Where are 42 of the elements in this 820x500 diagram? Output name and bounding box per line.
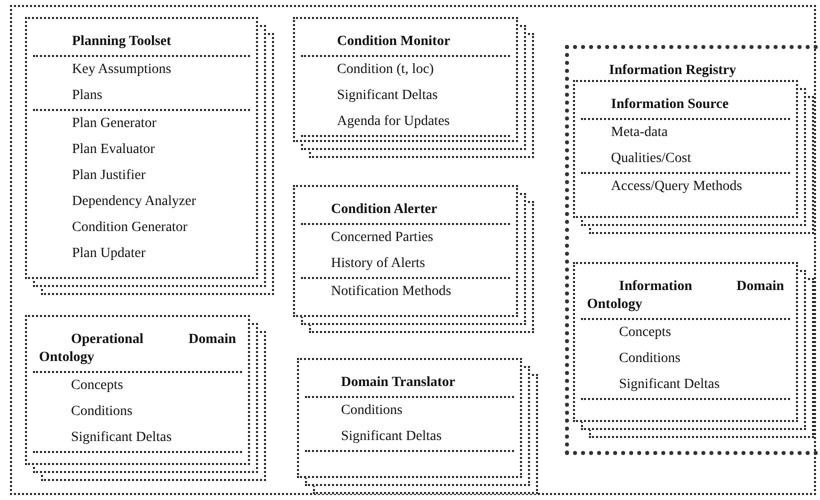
card-item: Concepts (70, 377, 124, 395)
registry-frame (565, 45, 818, 455)
card-item: Significant Deltas (340, 428, 443, 446)
card-item: Plan Generator (71, 115, 158, 133)
card-title: Condition Monitor (336, 33, 452, 51)
card-item: Plans (71, 87, 104, 105)
card-item: Dependency Analyzer (71, 193, 197, 211)
stacked-card (293, 185, 534, 333)
card-item: Meta-data (610, 124, 669, 142)
card-item: Conditions (340, 402, 404, 420)
card-item: Agenda for Updates (336, 113, 451, 131)
system-frame (10, 5, 816, 495)
card-item: Condition Generator (71, 219, 188, 237)
card-item: Notification Methods (330, 283, 452, 301)
card-item: Significant Deltas (70, 429, 173, 447)
registry-title: Information Registry (609, 63, 736, 79)
card-item: Concepts (618, 324, 672, 342)
card-item: Condition (t, loc) (336, 61, 435, 79)
card-item: Access/Query Methods (610, 178, 744, 196)
card-title: Information Source (610, 96, 730, 114)
card-item: Plan Evaluator (71, 141, 156, 159)
card-item: Key Assumptions (71, 61, 172, 79)
stacked-card (573, 80, 814, 234)
stacked-card (293, 17, 534, 158)
card-item: Qualities/Cost (610, 150, 692, 168)
card-title: Planning Toolset (71, 33, 172, 51)
card-title: Domain Translator (340, 374, 456, 392)
card-item: Concerned Parties (330, 229, 434, 247)
card-title: Operational Domain Ontology (38, 331, 237, 367)
stacked-card (297, 358, 538, 494)
stacked-card (25, 17, 274, 295)
card-item: Conditions (618, 350, 682, 368)
card-title: Information Domain Ontology (586, 278, 785, 314)
stacked-card (573, 262, 814, 438)
card-item: Conditions (70, 403, 134, 421)
card-item: History of Alerts (330, 255, 426, 273)
card-item: Plan Justifier (71, 167, 146, 185)
stacked-card (25, 315, 266, 481)
card-item: Plan Updater (71, 245, 146, 263)
card-title: Condition Alerter (330, 201, 438, 219)
card-item: Significant Deltas (336, 87, 439, 105)
card-item: Significant Deltas (618, 376, 721, 394)
